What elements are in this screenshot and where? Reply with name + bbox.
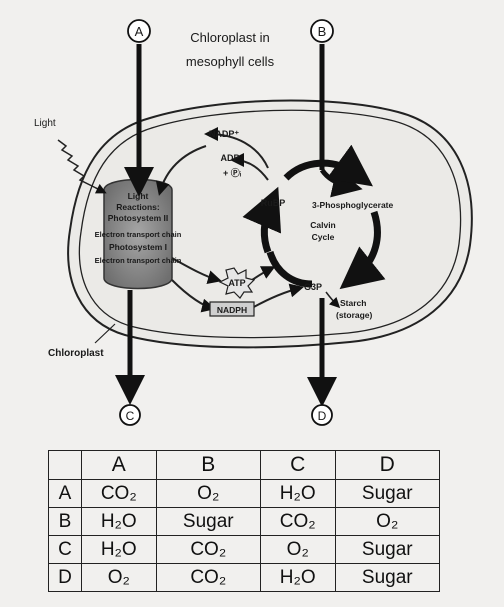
pi-label: + Ⓟᵢ <box>223 167 242 178</box>
nadph-box <box>209 301 255 317</box>
light-reactions-thylakoid <box>103 178 173 290</box>
nadp-label: NADP⁺ <box>209 129 240 139</box>
column-header-a: A <box>81 450 157 480</box>
chloroplast-label: Chloroplast <box>48 348 104 359</box>
calvin-cycle-arc-right <box>339 210 386 290</box>
diagram-title-line1: Chloroplast in <box>190 30 270 45</box>
starch-label-line1: Starch <box>340 298 366 308</box>
table-cell: Sugar <box>334 563 441 592</box>
table-cell: CO₂ <box>81 479 157 508</box>
table-cell: O₂ <box>81 563 157 592</box>
answer-table: A B C D A CO₂ O₂ H₂O Sugar B H₂O Sugar C… <box>48 450 441 592</box>
table-cell: CO₂ <box>155 535 261 564</box>
table-cell: CO₂ <box>155 563 261 592</box>
table-cell: CO₂ <box>259 507 336 536</box>
chloroplast-diagram: A B C D Chloroplast in mesophyll cells L… <box>34 19 473 426</box>
circle-a: A <box>127 19 151 43</box>
table-cell: H₂O <box>259 479 336 508</box>
svg-text:D: D <box>318 409 327 423</box>
table-corner-cell <box>48 450 82 480</box>
row-label-d: D <box>48 563 82 592</box>
calvin-cycle-arc-bottom <box>266 250 313 288</box>
table-cell: Sugar <box>334 535 441 564</box>
column-header-c: C <box>259 450 336 480</box>
svg-text:Light: Light <box>128 191 149 201</box>
circle-b: B <box>310 19 334 43</box>
circle-c: C <box>119 404 141 426</box>
svg-text:Electron transport chain: Electron transport chain <box>95 256 182 265</box>
light-reactions-text: Light Reactions: Photosystem II Electron… <box>95 191 182 265</box>
circle-d: D <box>311 404 333 426</box>
light-label: Light <box>34 118 56 129</box>
g3p-label: G3P <box>304 282 322 292</box>
svg-text:Photosystem II: Photosystem II <box>108 213 168 223</box>
nadph-label: NADPH <box>217 305 247 315</box>
calvin-label-line2: Cycle <box>312 232 335 242</box>
column-header-b: B <box>155 450 261 480</box>
table-row: D O₂ CO₂ H₂O Sugar <box>48 563 441 592</box>
rubp-label: RuBP <box>261 198 286 208</box>
svg-text:C: C <box>126 409 135 423</box>
column-header-d: D <box>334 450 441 480</box>
svg-text:B: B <box>318 24 327 39</box>
svg-text:A: A <box>135 24 144 39</box>
table-cell: Sugar <box>155 507 261 536</box>
calvin-label-line1: Calvin <box>310 220 336 230</box>
table-row: A CO₂ O₂ H₂O Sugar <box>48 479 441 508</box>
table-cell: O₂ <box>334 507 441 536</box>
table-cell: H₂O <box>81 535 157 564</box>
starch-label-line2: (storage) <box>336 310 373 320</box>
table-row: C H₂O CO₂ O₂ Sugar <box>48 535 441 564</box>
diagram-title-line2: mesophyll cells <box>186 54 275 69</box>
light-zigzag <box>57 139 101 191</box>
calvin-cycle-arc-left <box>242 186 282 254</box>
chloroplast-inner-membrane <box>78 109 462 339</box>
svg-text:Reactions:: Reactions: <box>116 202 160 212</box>
svg-text:Electron transport chain: Electron transport chain <box>95 230 182 239</box>
table-cell: O₂ <box>155 479 261 508</box>
table-cell: H₂O <box>81 507 157 536</box>
atp-starburst <box>218 267 256 299</box>
row-label-a: A <box>48 479 82 508</box>
table-cell: H₂O <box>259 563 336 592</box>
pga-label: 3-Phosphoglycerate <box>312 200 394 210</box>
atp-label: ATP <box>228 278 245 288</box>
table-header-row: A B C D <box>48 450 441 480</box>
table-row: B H₂O Sugar CO₂ O₂ <box>48 507 441 536</box>
row-label-b: B <box>48 507 82 536</box>
calvin-cycle-arc-top <box>283 144 373 187</box>
row-label-c: C <box>48 535 82 564</box>
adp-label: ADP <box>220 153 239 163</box>
table-cell: Sugar <box>334 479 441 508</box>
svg-text:Photosystem I: Photosystem I <box>109 242 167 252</box>
table-cell: O₂ <box>259 535 336 564</box>
